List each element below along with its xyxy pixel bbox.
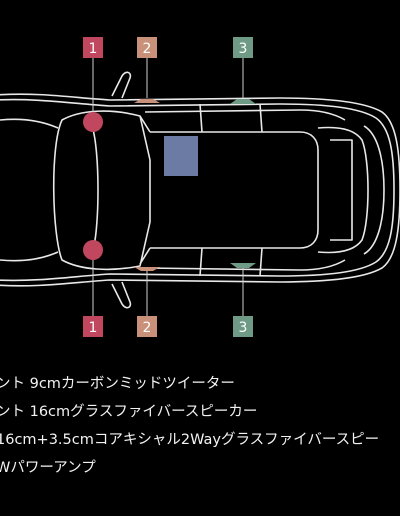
marker-leader-lines — [92, 58, 244, 316]
badge-top-3: 3 — [233, 37, 253, 58]
legend-item-3: 16cm+3.5cmコアキシャル2Wayグラスファイバースピー — [0, 432, 380, 448]
badge-bottom-3: 3 — [233, 316, 253, 337]
svg-text:1: 1 — [89, 320, 98, 336]
badge-top-1: 1 — [83, 37, 103, 58]
speaker-3-bottom-marker — [230, 263, 256, 268]
svg-text:2: 2 — [143, 320, 152, 336]
speaker-3-top-marker — [230, 99, 256, 104]
legend-item-1: ント 9cmカーボンミッドツイーター — [0, 376, 235, 392]
speaker-1-top-marker — [83, 112, 103, 132]
svg-text:3: 3 — [239, 320, 248, 336]
legend-item-4: Wパワーアンプ — [0, 460, 96, 476]
car-outline — [0, 71, 400, 309]
power-amp-box — [164, 136, 198, 176]
svg-text:2: 2 — [143, 41, 152, 57]
speaker-1-bottom-marker — [83, 240, 103, 260]
legend-item-2: ント 16cmグラスファイバースピーカー — [0, 404, 258, 420]
speaker-2-bottom-marker — [134, 267, 160, 271]
badge-bottom-2: 2 — [137, 316, 157, 337]
badge-top-2: 2 — [137, 37, 157, 58]
badge-bottom-1: 1 — [83, 316, 103, 337]
svg-text:1: 1 — [89, 41, 98, 57]
speaker-2-top-marker — [134, 99, 160, 103]
svg-text:3: 3 — [239, 41, 248, 57]
